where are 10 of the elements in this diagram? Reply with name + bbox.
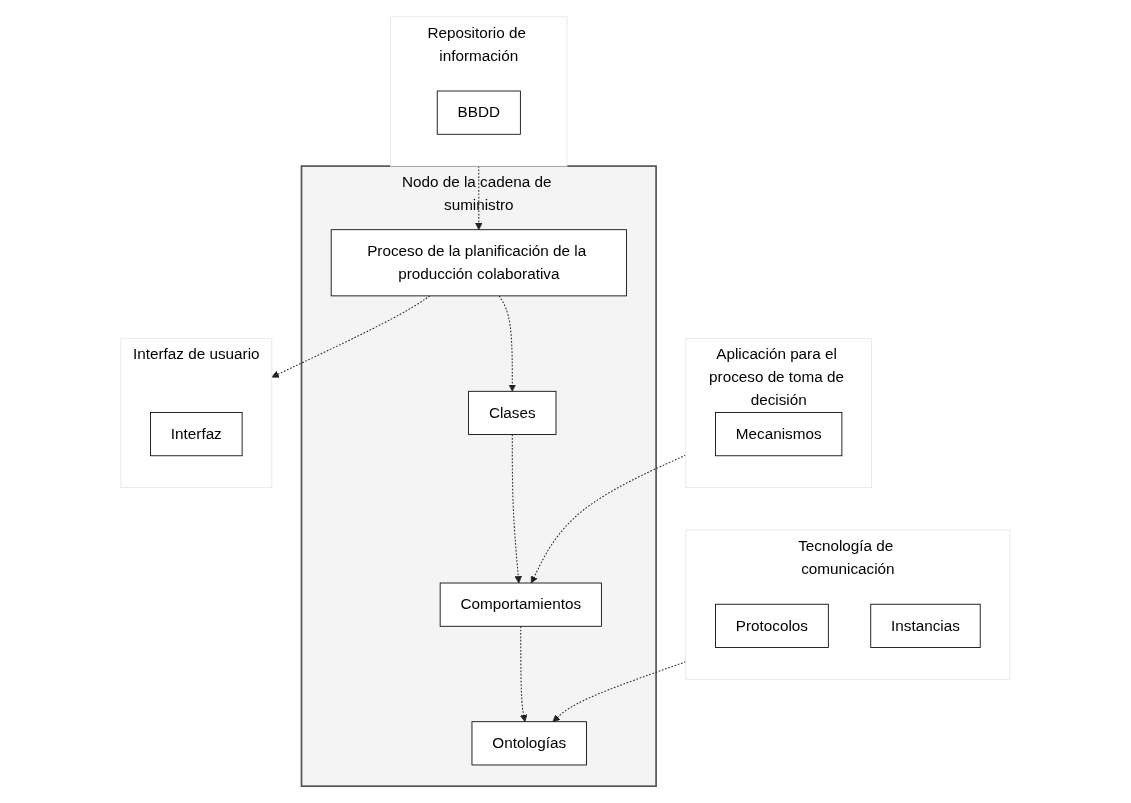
node-box: BBDD [436,90,521,135]
node-box: Mecanismos [715,412,843,457]
arrow [511,434,523,584]
node-box: Proceso de la planificación de la producción colaborativa [330,229,627,297]
node-box: Comportamientos [439,582,602,627]
node-box: Ontologías [471,721,588,766]
node-box: Clases [468,390,557,435]
node-box: Instancias [870,603,981,648]
node-box: Interfaz [150,412,243,457]
node-box: Protocolos [715,603,829,648]
